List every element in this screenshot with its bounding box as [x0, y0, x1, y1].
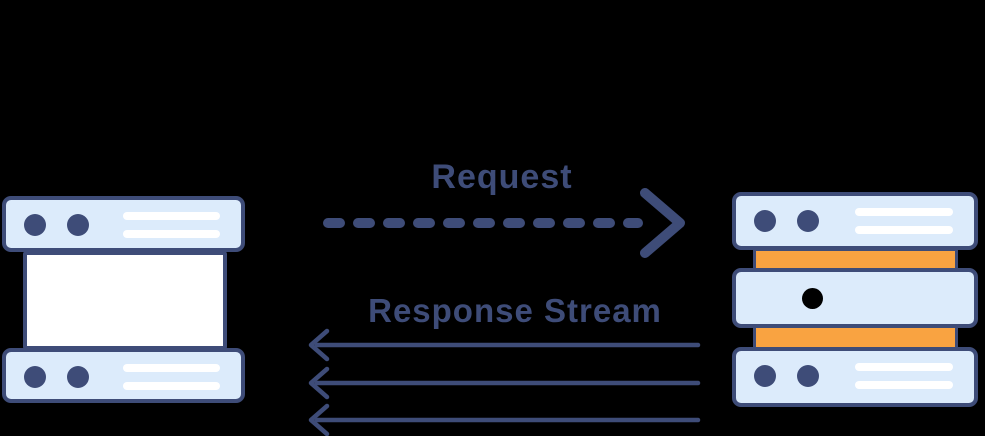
detail-line — [855, 208, 953, 216]
response-arrow — [308, 403, 701, 436]
detail-line — [123, 364, 220, 372]
indicator-dot — [797, 365, 819, 387]
client-body-panel — [23, 251, 227, 350]
indicator-dot — [67, 214, 89, 236]
detail-line — [123, 382, 220, 390]
detail-line — [123, 212, 220, 220]
response-arrow — [308, 328, 701, 362]
indicator-dot — [797, 210, 819, 232]
indicator-dot — [754, 210, 776, 232]
response-stream-label: Response Stream — [368, 292, 662, 329]
power-dot-icon — [802, 288, 823, 309]
indicator-dot — [24, 214, 46, 236]
indicator-dot — [24, 366, 46, 388]
client-bottom-bar — [2, 348, 245, 403]
client-top-bar — [2, 196, 245, 252]
request-arrowhead — [640, 188, 685, 258]
indicator-dot — [754, 365, 776, 387]
request-label: Request — [431, 158, 573, 196]
server-middle-unit — [732, 268, 978, 328]
response-arrow — [308, 366, 701, 399]
detail-line — [855, 363, 953, 371]
detail-line — [855, 381, 953, 389]
server-top-unit — [732, 192, 978, 250]
detail-line — [123, 230, 220, 238]
request-arrow — [323, 188, 685, 258]
detail-line — [855, 226, 953, 234]
server-bottom-unit — [732, 347, 978, 407]
indicator-dot — [67, 366, 89, 388]
